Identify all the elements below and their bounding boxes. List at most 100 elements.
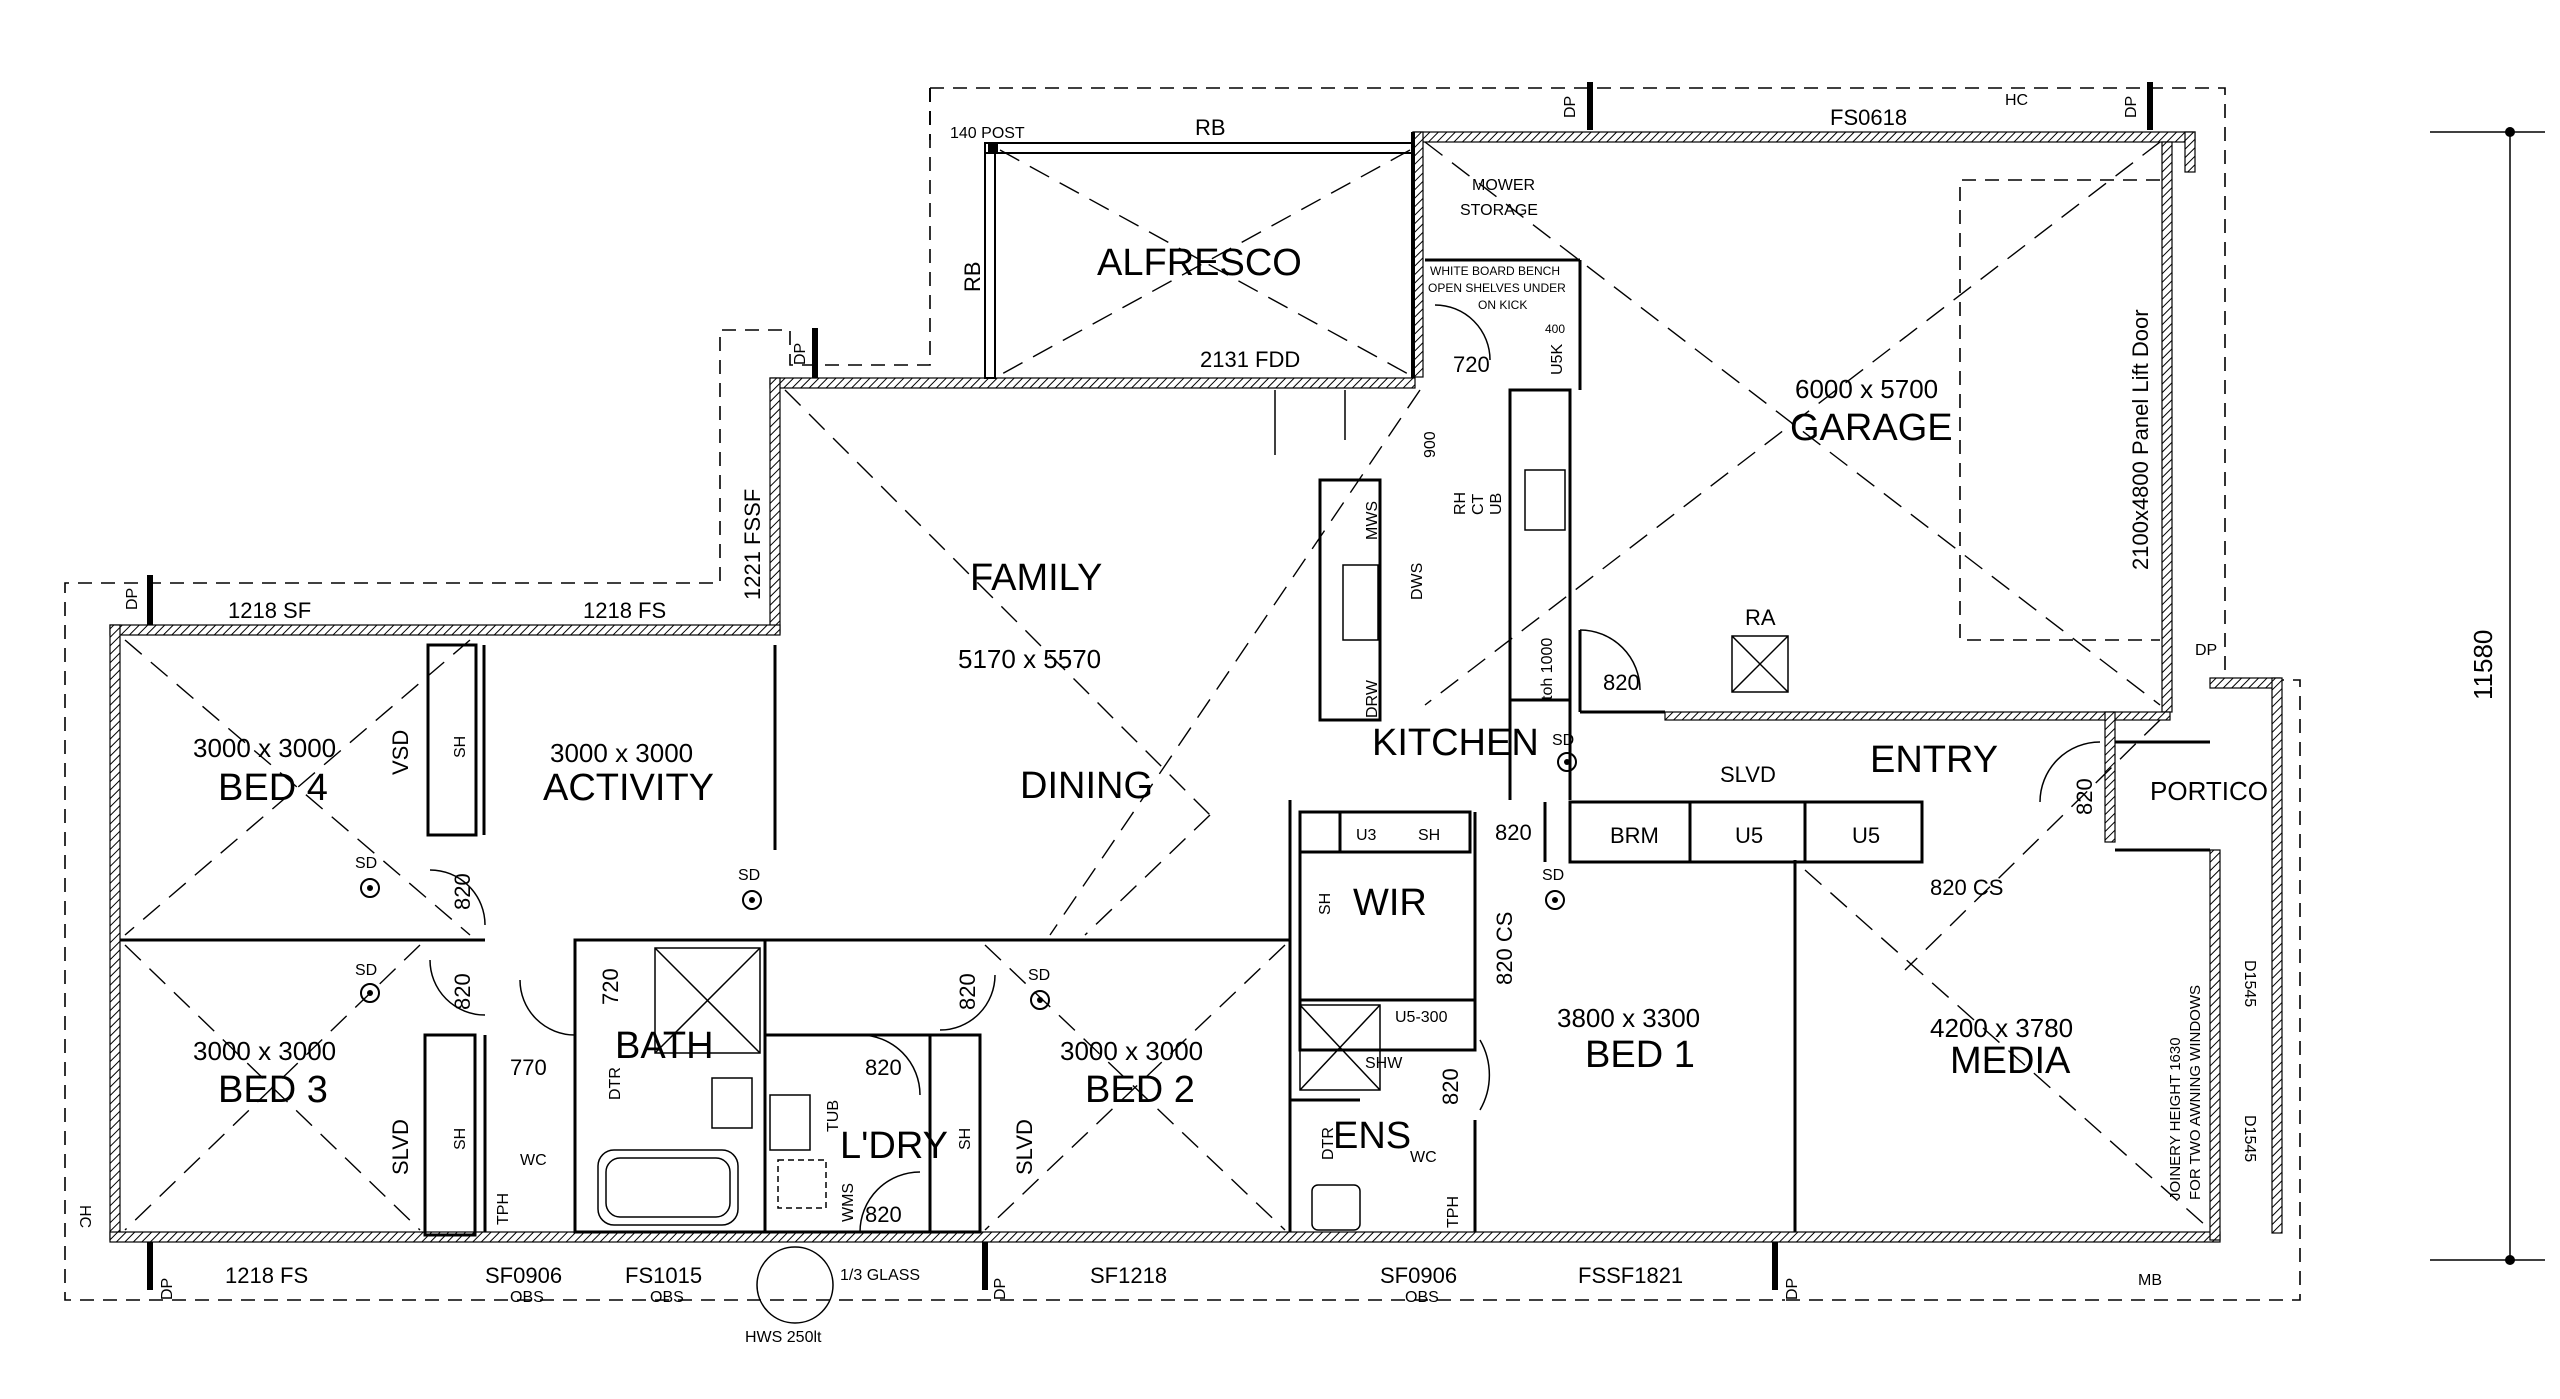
sd-activity: SD (738, 867, 760, 884)
door-820-wir: 820 (1495, 820, 1532, 845)
door-820-bed2: 820 (955, 973, 980, 1010)
fs1015-label: FS1015 (625, 1263, 702, 1288)
door-swings (429, 304, 2101, 1233)
drw-label: DRW (1364, 679, 1381, 718)
brm-label: BRM (1610, 823, 1659, 848)
dp-label-3: DP (792, 343, 809, 365)
fdd-label: 2131 FDD (1200, 347, 1300, 372)
garage-label: GARAGE (1790, 407, 1953, 449)
obs-bath-label: OBS (510, 1289, 544, 1306)
u5-300-label: U5-300 (1395, 1009, 1448, 1026)
overall-dimension (2430, 127, 2545, 1265)
wc-ens: WC (1410, 1149, 1437, 1166)
mb-label: MB (2138, 1272, 2162, 1289)
door-720-bath: 720 (598, 968, 623, 1005)
bed3-dim: 3000 x 3000 (193, 1036, 336, 1066)
bed2-label: BED 2 (1085, 1069, 1195, 1111)
interior-walls (120, 179, 2210, 1237)
ub-label: UB (1488, 493, 1505, 515)
door-820-garage: 820 (1603, 670, 1640, 695)
dp-label-1: DP (1562, 96, 1579, 118)
sd-bed4: SD (355, 855, 377, 872)
wms-label: WMS (840, 1183, 857, 1222)
bed1-dim: 3800 x 3300 (1557, 1003, 1700, 1033)
ens-label: ENS (1333, 1115, 1411, 1157)
bed1-label: BED 1 (1585, 1034, 1695, 1076)
d1545-label-1: D1545 (2241, 960, 2258, 1007)
u5-label-2: U5 (1852, 823, 1880, 848)
dtr-ens: DTR (1320, 1127, 1337, 1160)
door-820-bed4: 820 (450, 873, 475, 910)
overall-dimension-label: 11580 (2468, 630, 2498, 700)
door-820-ldry-bottom: 820 (865, 1202, 902, 1227)
tph-ens: TPH (1445, 1196, 1462, 1228)
door-820-ens: 820 (1438, 1068, 1463, 1105)
bench-label-3: ON KICK (1478, 298, 1527, 312)
vsd-label: VSD (388, 730, 413, 775)
ldry-label: L'DRY (840, 1125, 948, 1167)
bed3-label: BED 3 (218, 1069, 328, 1111)
fssf1821-label: FSSF1821 (1578, 1263, 1683, 1288)
u5k-label: U5K (1549, 344, 1566, 375)
door-820-entry: 820 (2072, 778, 2097, 815)
obs-fs1015-label: OBS (650, 1289, 684, 1306)
dp-label-7: DP (992, 1278, 1009, 1300)
u5k-400-label: 400 (1545, 322, 1565, 336)
bench-label-1: WHITE BOARD BENCH (1430, 264, 1560, 278)
sh-wir-side: SH (1317, 893, 1334, 915)
sf1218-bottom-label: SF1218 (1090, 1263, 1167, 1288)
family-dim: 5170 x 5570 (958, 644, 1101, 674)
ct-label: CT (1470, 493, 1487, 515)
wc-bath: WC (520, 1152, 547, 1169)
dp-label-8: DP (1784, 1278, 1801, 1300)
dp-label-5: DP (2195, 642, 2217, 659)
garage-dim: 6000 x 5700 (1795, 374, 1938, 404)
sh-bed3: SH (452, 1128, 469, 1150)
fs0618-label: FS0618 (1830, 105, 1907, 130)
toh-label: toh 1000 (1539, 638, 1556, 700)
sd-bed2: SD (1028, 967, 1050, 984)
sh-bed2: SH (957, 1128, 974, 1150)
obs-ens-label: OBS (1405, 1289, 1439, 1306)
fs1218-top-label: 1218 FS (583, 598, 666, 623)
tph-bath: TPH (495, 1193, 512, 1225)
dp-label-4: DP (124, 588, 141, 610)
slvd-bed2: SLVD (1012, 1119, 1037, 1175)
wir-label: WIR (1353, 882, 1427, 924)
sf0906-bath-label: SF0906 (485, 1263, 562, 1288)
alfresco-label: ALFRESCO (1097, 242, 1302, 284)
door-720-top: 720 (1453, 352, 1490, 377)
annotations: 140 POST RB RB 2131 FDD MOWER STORAGE WH… (76, 92, 2498, 1346)
kitchen-label: KITCHEN (1372, 722, 1539, 764)
down-pipes (147, 82, 2153, 1290)
family-label: FAMILY (970, 557, 1102, 599)
slvd-entry: SLVD (1720, 762, 1776, 787)
cs-820-wir: 820 CS (1492, 912, 1517, 985)
activity-label: ACTIVITY (543, 767, 714, 809)
mower-label: MOWER (1472, 177, 1535, 194)
ra-label: RA (1745, 605, 1776, 630)
media-label: MEDIA (1950, 1040, 2071, 1082)
dtr-bath: DTR (607, 1067, 624, 1100)
dining-label: DINING (1020, 765, 1153, 807)
mws-label: MWS (1364, 501, 1381, 540)
eave-outline (64, 87, 2301, 1305)
u5-label-1: U5 (1735, 823, 1763, 848)
rb-top-label: RB (1195, 115, 1226, 140)
fs1218-bottom-label: 1218 FS (225, 1263, 308, 1288)
fssf1221-label: 1221 FSSF (740, 489, 765, 600)
shw-label: SHW (1365, 1055, 1403, 1072)
hws-tank (756, 1246, 834, 1324)
dp-label-2: DP (2123, 96, 2140, 118)
sf1218-top-label: 1218 SF (228, 598, 311, 623)
post-label: 140 POST (950, 125, 1025, 142)
room-labels: ALFRESCO 6000 x 5700 GARAGE FAMILY 5170 … (193, 242, 2268, 1167)
door-770: 770 (510, 1055, 547, 1080)
alfresco-structure (984, 132, 1415, 379)
bench-label-2: OPEN SHELVES UNDER (1428, 281, 1566, 295)
bed4-dim: 3000 x 3000 (193, 733, 336, 763)
u3-label: U3 (1356, 827, 1377, 844)
hws-label: HWS 250lt (745, 1329, 822, 1346)
tub-label: TUB (825, 1100, 842, 1132)
